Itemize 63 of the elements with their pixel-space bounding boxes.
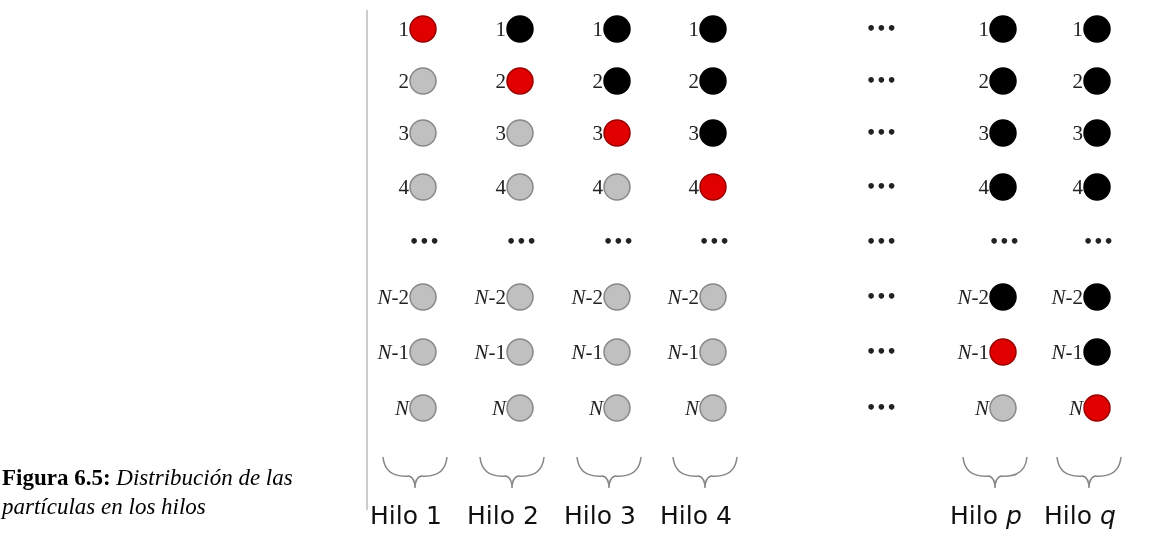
row-number: 4: [688, 177, 699, 198]
row-number: 2: [495, 71, 506, 92]
row-number: N: [492, 398, 506, 419]
row-number: N: [1069, 398, 1083, 419]
row-number: 2: [978, 71, 989, 92]
row-number: 3: [978, 123, 989, 144]
ellipsis: •••: [866, 179, 897, 195]
ellipsis: •••: [866, 73, 897, 89]
row-number: 2: [1072, 71, 1083, 92]
row-number: 3: [495, 123, 506, 144]
ellipsis: •••: [866, 289, 897, 305]
row-number: 2: [398, 71, 409, 92]
row-number: 4: [1072, 177, 1083, 198]
thread-label: Hilo 3: [564, 503, 636, 528]
row-number: N: [975, 398, 989, 419]
ellipsis: •••: [866, 125, 897, 141]
thread-label: Hilo 1: [370, 503, 442, 528]
row-number: 4: [592, 177, 603, 198]
row-number: 2: [592, 71, 603, 92]
figure-caption: Figura 6.5: Distribución de las partículas en los hilos: [2, 464, 294, 521]
row-number: 4: [495, 177, 506, 198]
thread-label: Hilo q: [1044, 503, 1116, 528]
row-number: 2: [688, 71, 699, 92]
row-number: N-2: [957, 287, 989, 308]
ellipsis: •••: [866, 21, 897, 37]
ellipsis: •••: [866, 400, 897, 416]
row-number: 3: [592, 123, 603, 144]
thread-label: Hilo p: [950, 503, 1022, 528]
row-number: 3: [398, 123, 409, 144]
ellipsis: •••: [866, 344, 897, 360]
row-number: 1: [1072, 19, 1083, 40]
row-number: N-1: [377, 342, 409, 363]
row-number: 1: [592, 19, 603, 40]
ellipsis: •••: [506, 234, 537, 250]
ellipsis: •••: [699, 234, 730, 250]
row-number: 1: [398, 19, 409, 40]
row-number: N-2: [667, 287, 699, 308]
row-number: N-1: [1051, 342, 1083, 363]
row-number: N-1: [957, 342, 989, 363]
row-number: N-2: [377, 287, 409, 308]
ellipsis: •••: [409, 234, 440, 250]
row-number: N: [685, 398, 699, 419]
ellipsis: •••: [866, 234, 897, 250]
thread-label: Hilo 2: [467, 503, 539, 528]
thread-label: Hilo 4: [660, 503, 732, 528]
row-number: N: [589, 398, 603, 419]
row-number: 4: [398, 177, 409, 198]
ellipsis: •••: [989, 234, 1020, 250]
row-number: N-1: [571, 342, 603, 363]
row-number: N-1: [667, 342, 699, 363]
row-number: 4: [978, 177, 989, 198]
ellipsis: •••: [603, 234, 634, 250]
row-number: 3: [688, 123, 699, 144]
row-number: N-2: [1051, 287, 1083, 308]
row-number: 3: [1072, 123, 1083, 144]
row-number: 1: [978, 19, 989, 40]
row-number: N-2: [571, 287, 603, 308]
row-number: N-1: [474, 342, 506, 363]
row-number: 1: [495, 19, 506, 40]
row-number: 1: [688, 19, 699, 40]
row-number: N-2: [474, 287, 506, 308]
row-number: N: [395, 398, 409, 419]
ellipsis: •••: [1083, 234, 1114, 250]
